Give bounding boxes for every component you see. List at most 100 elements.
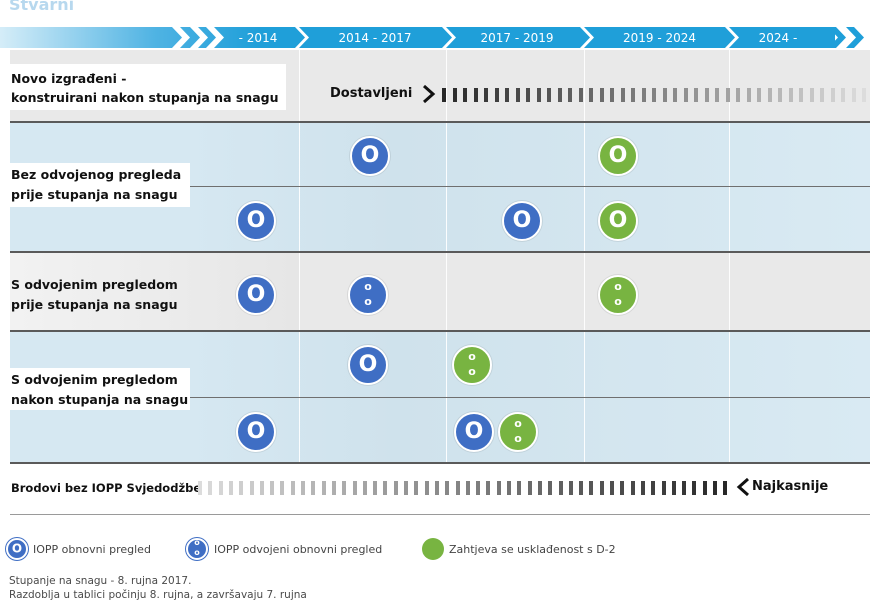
timeline-header-bar	[0, 27, 871, 48]
dash-mark	[280, 481, 285, 495]
legend-green-dot-icon	[422, 538, 444, 560]
dash-mark	[757, 88, 761, 102]
dash-mark	[579, 481, 584, 495]
row-5-label: Brodovi bez IOPP Svjedodžbe	[11, 481, 202, 495]
dash-mark	[526, 88, 530, 102]
single-o-blue-circle: O	[454, 412, 494, 452]
dash-mark	[610, 481, 614, 495]
legend-label-3: Zahtjeva se usklađenost s D-2	[449, 543, 616, 556]
dash-mark	[640, 481, 645, 495]
dash-mark	[463, 88, 467, 102]
row-2-label-box	[10, 163, 190, 207]
dash-mark	[851, 88, 856, 102]
period-label-4: 2019 - 2024	[622, 31, 697, 45]
dash-mark	[434, 481, 439, 495]
dash-mark	[208, 481, 213, 495]
dash-mark	[620, 88, 625, 102]
dash-mark	[599, 481, 604, 495]
dash-mark	[788, 88, 793, 102]
dash-mark	[841, 88, 845, 102]
row-2-label-line-2: prije stupanja na snagu	[11, 187, 178, 202]
dash-mark	[455, 481, 460, 495]
dash-mark	[484, 88, 488, 102]
dash-mark	[505, 88, 509, 102]
dash-mark	[352, 481, 357, 495]
row-4-label-line-1: S odvojenim pregledom	[11, 372, 178, 387]
dash-mark	[558, 481, 563, 495]
dash-mark	[548, 481, 553, 495]
dash-mark	[424, 481, 429, 495]
dash-mark	[704, 88, 709, 102]
dash-mark	[311, 481, 316, 495]
single-o-blue-circle: O	[350, 136, 390, 176]
dash-mark	[736, 88, 740, 102]
dash-mark	[830, 88, 835, 102]
dash-mark	[476, 481, 481, 495]
dash-mark	[362, 481, 367, 495]
chevron-left-icon	[736, 477, 749, 497]
dash-mark	[383, 481, 388, 495]
dash-mark	[702, 481, 707, 495]
sub-divider-row-4	[185, 397, 870, 398]
dash-mark	[620, 481, 625, 495]
dash-mark	[494, 88, 499, 102]
dash-mark	[249, 481, 254, 495]
legend-label-2: IOPP odvojeni obnovni pregled	[214, 543, 383, 556]
dash-mark	[661, 481, 666, 495]
dash-mark	[599, 88, 604, 102]
dash-mark	[517, 481, 522, 495]
col-sep-1	[299, 50, 300, 494]
dash-mark	[536, 88, 541, 102]
dash-mark	[725, 88, 730, 102]
single-o-blue-circle: O	[348, 345, 388, 385]
dash-mark	[715, 88, 719, 102]
row-divider-2	[10, 251, 870, 253]
dash-mark	[578, 88, 583, 102]
dash-mark	[631, 88, 635, 102]
row-1-label-box	[10, 64, 286, 110]
dash-mark	[331, 481, 336, 495]
footnote-2: Razdoblja u tablici počinju 8. rujna, a …	[9, 589, 307, 601]
dash-mark	[473, 88, 478, 102]
dash-mark	[671, 481, 676, 495]
dash-mark	[486, 481, 491, 495]
row-divider-5	[10, 514, 870, 515]
legend-single-o-icon: O	[6, 538, 28, 560]
dash-mark	[799, 88, 803, 102]
dash-mark	[682, 481, 687, 495]
col-sep-4	[729, 50, 730, 494]
single-o-blue-circle: O	[502, 201, 542, 241]
dash-mark	[589, 88, 593, 102]
dash-mark	[452, 88, 457, 102]
dash-mark	[641, 88, 646, 102]
period-label-2: 2014 - 2017	[338, 31, 412, 45]
dash-mark	[610, 88, 614, 102]
dash-mark	[809, 88, 814, 102]
dash-mark	[662, 88, 667, 102]
row-1-label-line-1: Novo izgrađeni -	[11, 71, 127, 86]
row-4-label-box	[10, 368, 190, 410]
dash-mark	[673, 88, 677, 102]
period-label-5: 2024 -	[758, 31, 798, 45]
tag-najkasnije: Najkasnije	[752, 479, 829, 494]
dash-mark	[290, 481, 295, 495]
period-label-1: - 2014	[238, 31, 278, 45]
row-divider-1	[10, 121, 870, 123]
dashes-row-5	[198, 481, 734, 495]
dash-mark	[692, 481, 697, 495]
row-4-label-line-2: nakon stupanja na snagu	[11, 392, 189, 407]
dash-mark	[651, 481, 656, 495]
dash-mark	[527, 481, 532, 495]
single-o-blue-circle: O	[236, 412, 276, 452]
dash-mark	[723, 481, 728, 495]
dash-mark	[820, 88, 824, 102]
col-sep-3	[584, 50, 585, 494]
dash-mark	[218, 481, 223, 495]
dash-mark	[442, 88, 446, 102]
row-divider-3	[10, 330, 870, 332]
legend-double-o-icon: o o	[186, 538, 208, 560]
dash-mark	[445, 481, 450, 495]
